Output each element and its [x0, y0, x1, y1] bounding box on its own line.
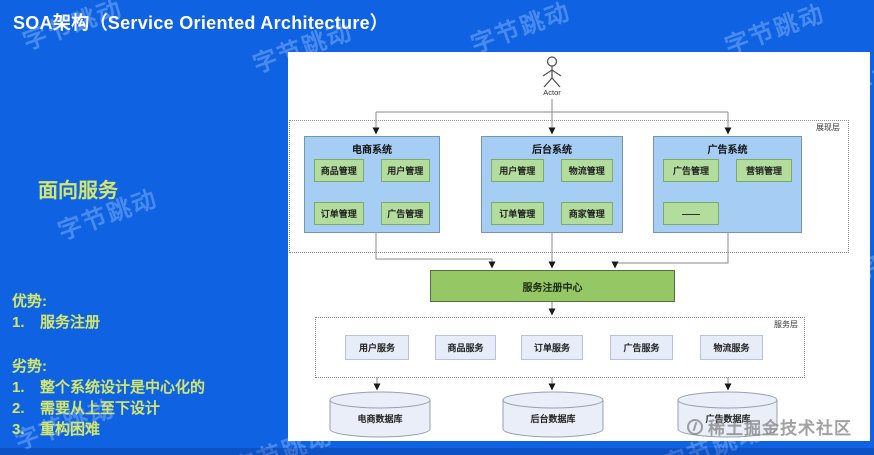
service-box: 订单服务 — [521, 335, 583, 360]
bottom-strip — [0, 448, 874, 455]
database-label: 广告数据库 — [705, 414, 751, 424]
list-item: 1. 整个系统设计是中心化的 — [12, 377, 205, 398]
presentation-layer-box — [289, 120, 849, 253]
system-box-ads: 广告系统 广告管理 营销管理 —— — [653, 136, 802, 233]
list-number: 1. — [12, 379, 25, 396]
list-item: 2. 需要从上至下设计 — [12, 398, 205, 419]
module-box: 广告管理 — [380, 202, 430, 225]
service-layer-box — [315, 317, 805, 378]
juejin-watermark-text: 稀土掘金技术社区 — [708, 419, 852, 438]
registry-bar: 服务注册中心 — [430, 270, 675, 302]
disadvantages-heading: 劣势: — [12, 358, 47, 375]
module-box: 营销管理 — [736, 159, 792, 182]
subtitle: 面向服务 — [38, 180, 118, 202]
juejin-watermark: 稀土掘金技术社区 — [687, 414, 852, 439]
list-number: 1. — [12, 314, 25, 331]
actor-icon — [542, 56, 562, 88]
system-title: 后台系统 — [532, 145, 572, 156]
system-title: 广告系统 — [707, 145, 748, 156]
connector-overlay — [329, 56, 778, 438]
module-box: 广告管理 — [663, 159, 719, 182]
module-box: 物流管理 — [560, 159, 613, 182]
diagram-panel: Actor 展现层 电商系统 商品管理 用户管理 订单管理 广告管理 后台系统 … — [288, 52, 870, 441]
list-text: 需要从上至下设计 — [40, 400, 161, 417]
database-cylinder — [329, 391, 778, 438]
juejin-logo-icon — [687, 418, 703, 435]
list-item: 3. 重构困难 — [12, 419, 205, 440]
service-box: 用户服务 — [345, 335, 409, 360]
system-title: 电商系统 — [352, 145, 392, 156]
list-item: 1. 服务注册 — [12, 312, 205, 333]
module-box: 订单管理 — [314, 202, 364, 225]
list-number: 3. — [12, 421, 25, 438]
notes: 优势: 1. 服务注册 劣势: 1. 整个系统设计是中心化的 2. 需要从上至下… — [12, 291, 205, 440]
service-box: 商品服务 — [435, 335, 496, 360]
service-box: 广告服务 — [610, 335, 673, 360]
page-title: SOA架构（Service Oriented Architecture） — [13, 13, 389, 33]
advantages-heading: 优势: — [12, 293, 47, 310]
list-number: 2. — [12, 400, 25, 417]
actor-label: Actor — [543, 88, 561, 97]
service-box: 物流服务 — [700, 335, 763, 360]
list-text: 重构困难 — [40, 421, 101, 438]
system-box-backend: 后台系统 用户管理 物流管理 订单管理 商家管理 — [481, 136, 623, 233]
system-box-ecommerce: 电商系统 商品管理 用户管理 订单管理 广告管理 — [304, 136, 440, 233]
watermark: 字节跳动 — [467, 0, 575, 59]
module-box: 用户管理 — [380, 159, 430, 182]
presentation-layer-label: 展现层 — [816, 123, 840, 132]
module-box: 商家管理 — [560, 202, 613, 225]
database-label: 电商数据库 — [357, 414, 403, 424]
module-box: 用户管理 — [491, 159, 544, 182]
list-text: 服务注册 — [40, 314, 101, 331]
list-text: 整个系统设计是中心化的 — [40, 379, 206, 396]
module-box: —— — [663, 202, 719, 225]
module-box: 商品管理 — [314, 159, 364, 182]
service-layer-label: 服务层 — [774, 320, 798, 329]
module-box: 订单管理 — [491, 202, 544, 225]
database-label: 后台数据库 — [530, 414, 576, 424]
